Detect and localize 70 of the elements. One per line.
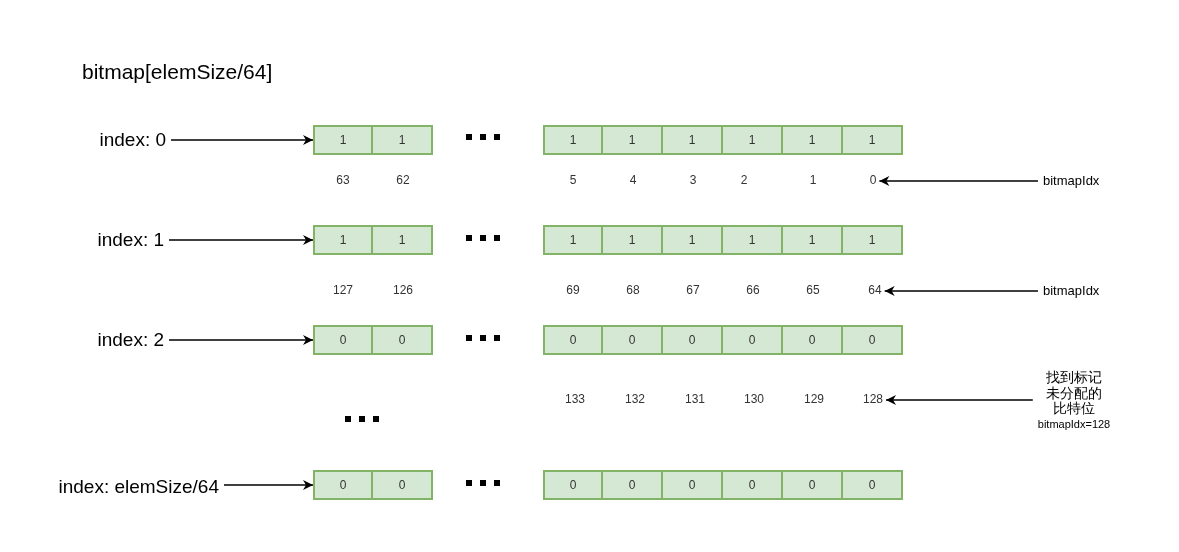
bit-position-label: 62 <box>396 174 410 188</box>
bit-cell: 1 <box>313 125 373 155</box>
bit-position-label: 126 <box>393 284 413 298</box>
row-index-label: index: 2 <box>97 329 164 351</box>
bit-position-label: 66 <box>746 284 760 298</box>
arrow <box>878 176 1039 186</box>
bit-cell: 1 <box>783 125 843 155</box>
bit-cell: 0 <box>843 325 903 355</box>
bit-position-label: 69 <box>566 284 580 298</box>
bit-position-label: 65 <box>806 284 820 298</box>
bit-cell: 1 <box>603 125 663 155</box>
bit-cell: 1 <box>373 125 433 155</box>
bit-cell: 1 <box>843 225 903 255</box>
bit-cell: 0 <box>603 470 663 500</box>
bit-position-label: 133 <box>565 393 585 407</box>
bit-position-label: 0 <box>869 174 877 188</box>
bit-position-label: 132 <box>625 393 645 407</box>
bit-cell: 0 <box>723 470 783 500</box>
arrow <box>885 395 1034 405</box>
row-index-label: index: 1 <box>97 229 164 251</box>
bit-position-label: 128 <box>863 393 883 407</box>
bit-cell: 0 <box>543 470 603 500</box>
bit-cell: 1 <box>313 225 373 255</box>
arrow <box>168 235 314 245</box>
bit-cell: 1 <box>543 125 603 155</box>
bit-cell: 0 <box>843 470 903 500</box>
bit-cell: 0 <box>723 325 783 355</box>
arrow <box>170 135 314 145</box>
bit-cell: 0 <box>313 325 373 355</box>
diagram-title: bitmap[elemSize/64] <box>82 59 273 85</box>
bit-cell: 0 <box>373 470 433 500</box>
bit-cell: 0 <box>373 325 433 355</box>
arrow <box>223 480 314 490</box>
bit-position-label: 2 <box>740 174 748 188</box>
bit-position-label: 1 <box>809 174 817 188</box>
bit-cell: 0 <box>543 325 603 355</box>
bit-cell: 1 <box>663 125 723 155</box>
pointer-label: bitmapIdx <box>1043 173 1100 189</box>
bit-cell: 0 <box>783 470 843 500</box>
arrow <box>168 335 314 345</box>
bit-cell: 1 <box>783 225 843 255</box>
bit-cell: 0 <box>663 470 723 500</box>
note-caption: bitmapIdx=128 <box>1037 416 1111 431</box>
bit-position-label: 3 <box>689 174 697 188</box>
bit-position-label: 130 <box>744 393 764 407</box>
bit-cell: 1 <box>543 225 603 255</box>
bit-cell: 1 <box>723 125 783 155</box>
bit-cell: 1 <box>723 225 783 255</box>
bit-position-label: 131 <box>685 393 705 407</box>
bit-cell: 0 <box>663 325 723 355</box>
bit-position-label: 127 <box>333 284 353 298</box>
note-text: 找到标记未分配的比特位 <box>1046 369 1102 417</box>
arrow <box>883 286 1039 296</box>
bit-cell: 1 <box>603 225 663 255</box>
pointer-label: bitmapIdx <box>1043 283 1100 299</box>
bit-position-label: 63 <box>336 174 350 188</box>
bit-cell: 0 <box>313 470 373 500</box>
bit-position-label: 4 <box>629 174 637 188</box>
bit-position-label: 68 <box>626 284 640 298</box>
bit-position-label: 129 <box>804 393 824 407</box>
bit-cell: 0 <box>603 325 663 355</box>
bit-cell: 1 <box>373 225 433 255</box>
row-index-label: index: elemSize/64 <box>58 476 219 498</box>
bit-position-label: 67 <box>686 284 700 298</box>
bit-position-label: 5 <box>569 174 577 188</box>
bit-position-label: 64 <box>868 284 882 298</box>
bit-cell: 0 <box>783 325 843 355</box>
row-index-label: index: 0 <box>99 129 166 151</box>
bit-cell: 1 <box>843 125 903 155</box>
bit-cell: 1 <box>663 225 723 255</box>
